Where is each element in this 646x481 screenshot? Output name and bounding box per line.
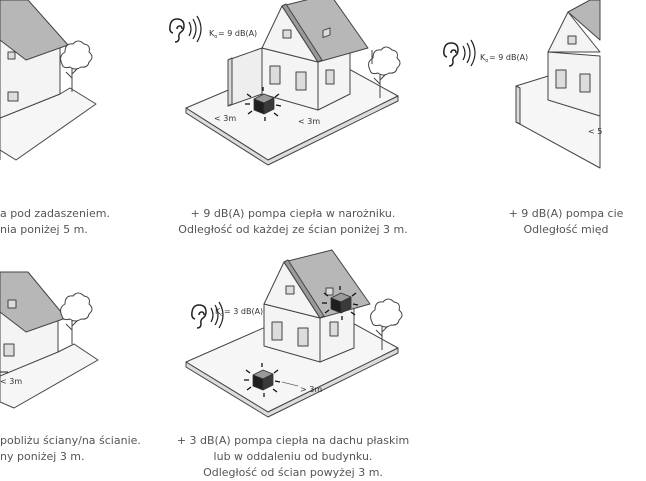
caption-line: + 9 dB(A) pompa cie: [508, 207, 624, 220]
panel-between-walls-caption: + 9 dB(A) pompa cie Odległość międ: [486, 206, 646, 238]
panel-flat-roof-caption: + 3 dB(A) pompa ciepła na dachu płaskim …: [164, 433, 422, 481]
panel-corner-dist-right: < 3m: [298, 117, 320, 126]
caption-line: pobliżu ściany/na ścianie.: [0, 434, 141, 447]
panel-corner-illustration: [169, 0, 401, 166]
caption-line: Odległość od ścian powyżej 3 m.: [203, 466, 383, 479]
caption-line: ny poniżej 3 m.: [0, 450, 85, 463]
panel-roof-overhang-caption: a pod zadaszeniem. nia poniżej 5 m.: [0, 206, 110, 238]
panel-between-walls-ko-label: = 9 dB(A): [489, 53, 528, 62]
caption-line: a pod zadaszeniem.: [0, 207, 110, 220]
caption-line: lub w oddaleniu od budynku.: [213, 450, 373, 463]
panel-corner-dist-left: < 3m: [214, 114, 236, 123]
ko-symbol: Ko: [480, 53, 488, 64]
caption-line: + 3 dB(A) pompa ciepła na dachu płaskim: [176, 434, 410, 447]
caption-line: + 9 dB(A) pompa ciepła w narożniku.: [190, 207, 396, 220]
panel-flat-roof-illustration: [185, 249, 403, 418]
ko-symbol: Ko: [215, 307, 223, 318]
panel-corner-caption: + 9 dB(A) pompa ciepła w narożniku. Odle…: [164, 206, 422, 238]
panel-between-walls-dist: < 5: [588, 127, 602, 136]
panel-near-wall-illustration: [0, 271, 99, 409]
panel-between-walls-illustration: [443, 0, 601, 169]
panel-near-wall-caption: pobliżu ściany/na ścianie. ny poniżej 3 …: [0, 433, 141, 465]
panel-near-wall-dist: < 3m: [0, 377, 22, 386]
panel-roof-overhang-illustration: [0, 0, 97, 161]
panel-flat-roof-dist: > 3m: [300, 385, 322, 394]
panel-corner-ko-label: = 9 dB(A): [218, 29, 257, 38]
caption-line: Odległość międ: [523, 223, 609, 236]
panel-flat-roof-ko-label: = 3 dB(A): [224, 307, 263, 316]
caption-line: Odległość od każdej ze ścian poniżej 3 m…: [178, 223, 408, 236]
noise-diagram-illustration: Ko = 9 dB(A) < 3m < 3m Ko = 9 dB(A) < 5 …: [0, 0, 602, 418]
ko-symbol: Ko: [209, 29, 217, 40]
caption-line: nia poniżej 5 m.: [0, 223, 88, 236]
